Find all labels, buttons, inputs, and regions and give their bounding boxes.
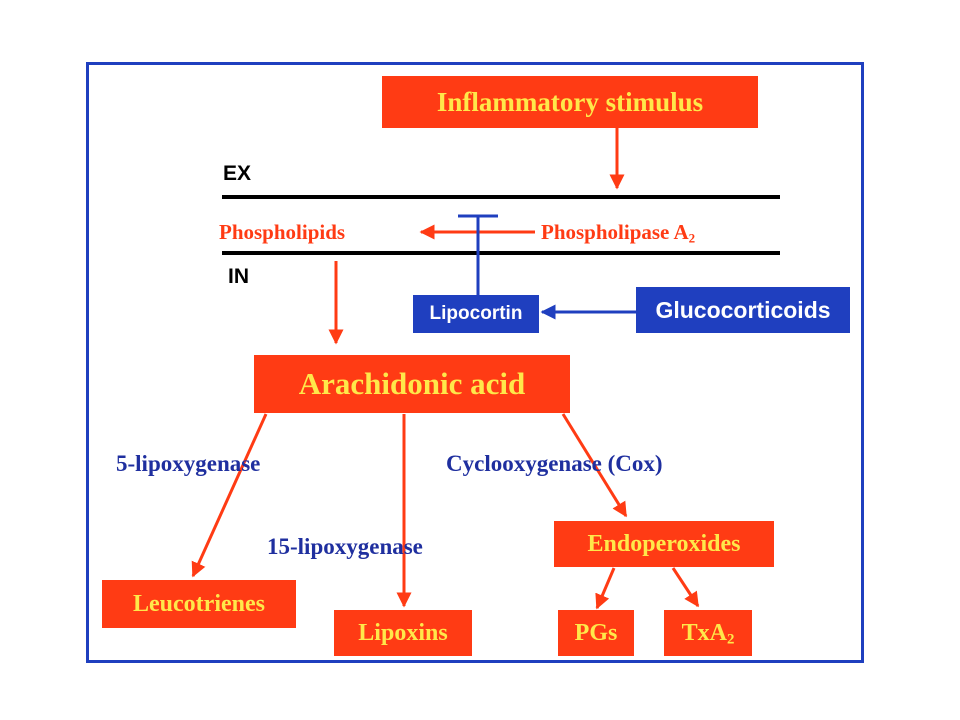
txa2-subscript: 2 <box>726 631 735 648</box>
diagram-frame <box>86 62 864 663</box>
lipoxins-label: Lipoxins <box>358 619 448 646</box>
endoperoxides-label: Endoperoxides <box>587 530 741 557</box>
extracellular-label: EX <box>223 162 252 185</box>
pgs-box: PGs <box>558 610 634 656</box>
phospholipids-label: Phospholipids <box>219 220 346 244</box>
lipoxins-box: Lipoxins <box>334 610 472 656</box>
leucotrienes-box: Leucotrienes <box>102 580 296 628</box>
to-pgs-arrow <box>595 567 616 610</box>
glucocorticoids-label: Glucocorticoids <box>655 296 831 323</box>
pgs-label: PGs <box>574 619 618 646</box>
lipocortin-box: Lipocortin <box>413 295 539 333</box>
phospholipase-a2-text: Phospholipase A <box>541 220 689 244</box>
arachidonic-acid-label: Arachidonic acid <box>298 366 526 401</box>
5-lipoxygenase-label: 5-lipoxygenase <box>116 451 261 476</box>
txa2-label: TxA2 <box>682 620 735 647</box>
txa2-box: TxA2 <box>664 610 752 656</box>
glucocorticoids-box: Glucocorticoids <box>636 287 850 333</box>
to-endoperoxides-arrow <box>561 413 628 518</box>
leucotrienes-label: Leucotrienes <box>133 590 265 617</box>
15-lipoxygenase-label: 15-lipoxygenase <box>267 534 423 559</box>
phospholipase-a2-subscript: 2 <box>688 230 696 246</box>
to-leucotrienes-arrow <box>191 413 268 578</box>
lipocortin-label: Lipocortin <box>429 303 523 324</box>
phospholipase-a2-label: Phospholipase A2 <box>541 220 695 245</box>
inflammatory-stimulus-box: Inflammatory stimulus <box>382 76 758 128</box>
txa2-text: TxA <box>681 619 727 646</box>
inflammatory-stimulus-label: Inflammatory stimulus <box>436 86 704 117</box>
intracellular-label: IN <box>228 265 249 288</box>
arachidonic-acid-box: Arachidonic acid <box>254 355 570 413</box>
endoperoxides-box: Endoperoxides <box>554 521 774 567</box>
to-txa2-arrow <box>671 567 700 608</box>
cyclooxygenase-label: Cyclooxygenase (Cox) <box>446 451 663 476</box>
